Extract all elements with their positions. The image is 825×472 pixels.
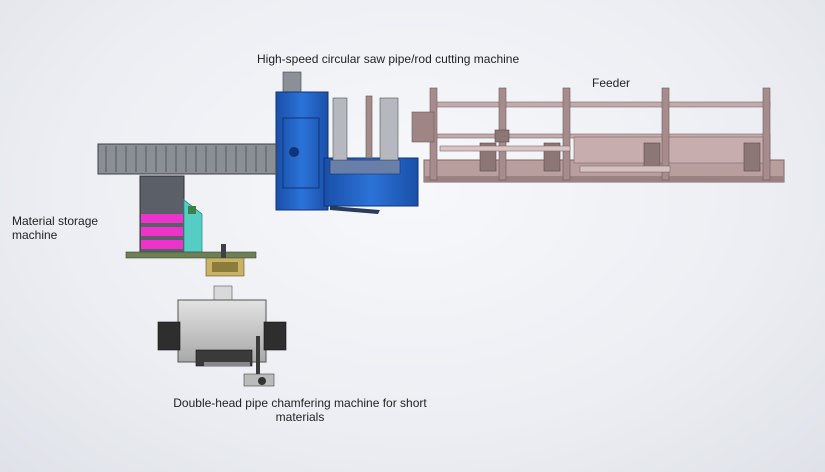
chamfer-head-left	[157, 321, 181, 351]
chamfer-head-right	[263, 321, 287, 351]
storage-post	[221, 244, 226, 258]
storage-conveyor-slats	[105, 146, 267, 172]
saw-chip-chute	[330, 206, 380, 214]
saw-spindle	[289, 147, 299, 157]
feeder-cylinder	[579, 165, 671, 173]
saw-cabinet-panel	[282, 117, 320, 189]
chamfer-lever	[256, 336, 260, 378]
feeder-base-shadow	[424, 176, 784, 182]
saw-feed-slide	[329, 159, 401, 175]
storage-conveyor	[97, 143, 277, 175]
chamfering-machine	[157, 285, 287, 387]
storage-bin-1	[141, 214, 183, 223]
saw-column-left	[332, 97, 348, 161]
feeder-top-rail	[433, 101, 771, 108]
feeder-material-tray	[573, 136, 771, 164]
storage-discharge-inner	[212, 262, 238, 272]
storage-base-rail	[125, 251, 257, 259]
circular-saw-machine	[275, 71, 419, 214]
saw-column-right	[379, 97, 399, 161]
feeder-label: Feeder	[592, 76, 631, 90]
chamfer-top-mount	[213, 285, 233, 301]
storage-bracket	[188, 206, 196, 214]
storage-bin-2	[141, 227, 183, 236]
storage-bin-3	[141, 240, 183, 249]
feeder-clamp-block	[411, 111, 435, 143]
chamfer-pedal-knob	[258, 377, 266, 385]
saw-vise-arm	[365, 95, 373, 159]
storage-machine-label: Material storage machine	[12, 214, 99, 242]
saw-machine-label: High-speed circular saw pipe/rod cutting…	[257, 52, 520, 66]
material-storage-machine	[97, 143, 277, 277]
feeder-guide-bar	[439, 145, 571, 152]
feeder	[411, 87, 785, 183]
chamfer-foot	[204, 362, 250, 366]
saw-cabinet	[275, 91, 329, 211]
chamfering-machine-label: Double-head pipe chamfering machine for …	[173, 396, 427, 424]
